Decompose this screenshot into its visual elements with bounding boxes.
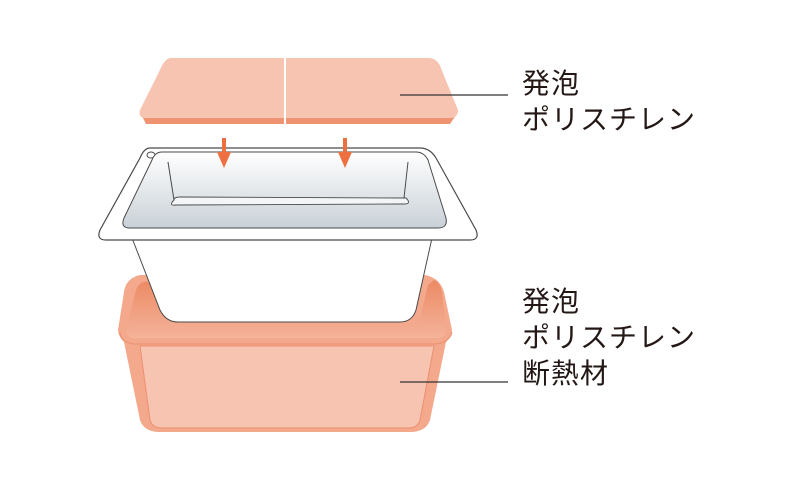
- arrow-down-icon-right: [338, 138, 352, 168]
- lid-panels: [139, 58, 458, 127]
- arrow-down-icon-left: [217, 138, 231, 168]
- label-lid-material: 発泡 ポリスチレン: [522, 66, 696, 138]
- label-bottom-line3: 断熱材: [522, 357, 610, 390]
- label-top-line1: 発泡: [522, 67, 581, 100]
- bathtub: [98, 147, 478, 323]
- label-bottom-line2: ポリスチレン: [522, 321, 697, 354]
- label-bottom-line1: 発泡: [522, 285, 581, 318]
- label-top-line2: ポリスチレン: [522, 103, 697, 136]
- label-base-material: 発泡 ポリスチレン 断熱材: [522, 284, 696, 392]
